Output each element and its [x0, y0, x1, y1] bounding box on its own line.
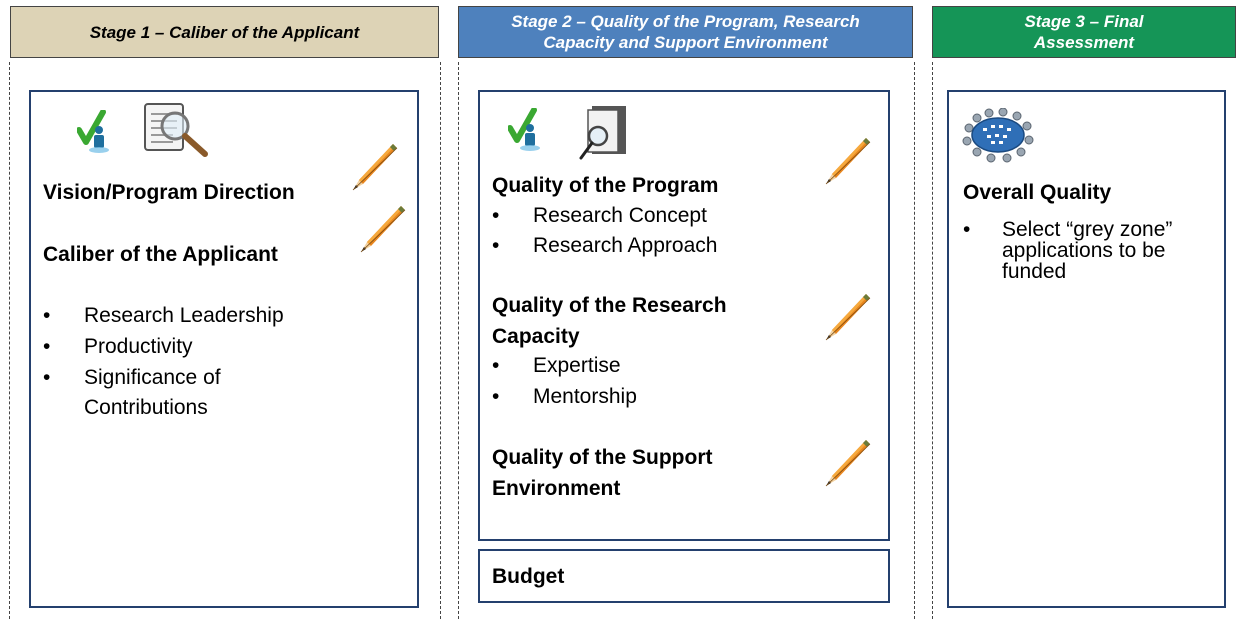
- section-title-line1: Quality of the Research: [492, 294, 727, 317]
- pencil-icon: [360, 205, 406, 253]
- list-item-text: Research Concept: [533, 204, 707, 227]
- list-item-line: Select “grey zone”: [1002, 218, 1173, 241]
- bullet: •: [492, 385, 500, 408]
- meeting-table-icon: [962, 108, 1034, 163]
- section-title-line2: Environment: [492, 477, 621, 500]
- budget-label: Budget: [492, 565, 565, 588]
- pencil-icon: [352, 143, 398, 191]
- list-item-line: funded: [1002, 260, 1067, 283]
- checkmark-person-icon: [508, 108, 542, 156]
- list-item-text: Contributions: [84, 396, 208, 419]
- bullet: •: [492, 204, 500, 227]
- bullet: •: [492, 234, 500, 257]
- list-item-text: Mentorship: [533, 385, 637, 408]
- stage2-header-line2: Capacity and Support Environment: [543, 33, 828, 52]
- list-item-text: Select “grey zone” applications to be fu…: [1002, 219, 1172, 282]
- stage3-header: Stage 3 – Final Assessment: [932, 6, 1236, 58]
- stage1-box: Vision/Program Direction Caliber of the …: [29, 90, 419, 608]
- list-item-text: Significance of: [84, 366, 221, 389]
- divider-left: [9, 62, 10, 619]
- checkmark-person-icon: [77, 110, 111, 158]
- divider-4: [932, 62, 933, 619]
- stage3-header-line2: Assessment: [1033, 33, 1135, 52]
- divider-2: [458, 62, 459, 619]
- stage2-box: Quality of the Program • Research Concep…: [478, 90, 890, 541]
- document-magnifier-icon: [144, 103, 208, 157]
- stage2-header: Stage 2 – Quality of the Program, Resear…: [458, 6, 913, 58]
- stage1-header-text: Stage 1 – Caliber of the Applicant: [89, 22, 360, 42]
- list-item-text: Expertise: [533, 354, 621, 377]
- budget-box: Budget: [478, 549, 890, 603]
- bullet: •: [43, 335, 51, 358]
- stage1-header: Stage 1 – Caliber of the Applicant: [10, 6, 439, 58]
- section-quality-of-research-capacity: Quality of the Research Capacity: [492, 290, 727, 352]
- bullet: •: [43, 366, 51, 389]
- section-vision-program-direction: Vision/Program Direction: [43, 181, 295, 204]
- section-title-line2: Capacity: [492, 325, 580, 348]
- stage3-header-line1: Stage 3 – Final: [1024, 12, 1144, 31]
- list-item-text: Research Approach: [533, 234, 718, 257]
- section-quality-of-program: Quality of the Program: [492, 174, 719, 197]
- section-title-line1: Quality of the Support: [492, 446, 713, 469]
- bullet: •: [43, 304, 51, 327]
- pencil-icon: [825, 439, 871, 487]
- divider-3: [914, 62, 915, 619]
- divider-1: [440, 62, 441, 619]
- section-overall-quality: Overall Quality: [963, 181, 1112, 204]
- bullet: •: [963, 218, 971, 241]
- list-item-text: Productivity: [84, 335, 193, 358]
- section-caliber-of-applicant: Caliber of the Applicant: [43, 243, 278, 266]
- stage3-box: Overall Quality • Select “grey zone” app…: [947, 90, 1226, 608]
- list-item-line: applications to be: [1002, 239, 1166, 262]
- pencil-icon: [825, 293, 871, 341]
- document-magnifier-icon: [579, 106, 626, 160]
- pencil-icon: [825, 137, 871, 185]
- section-quality-of-support-environment: Quality of the Support Environment: [492, 442, 713, 504]
- bullet: •: [492, 354, 500, 377]
- stage2-header-line1: Stage 2 – Quality of the Program, Resear…: [511, 12, 860, 31]
- list-item-text: Research Leadership: [84, 304, 284, 327]
